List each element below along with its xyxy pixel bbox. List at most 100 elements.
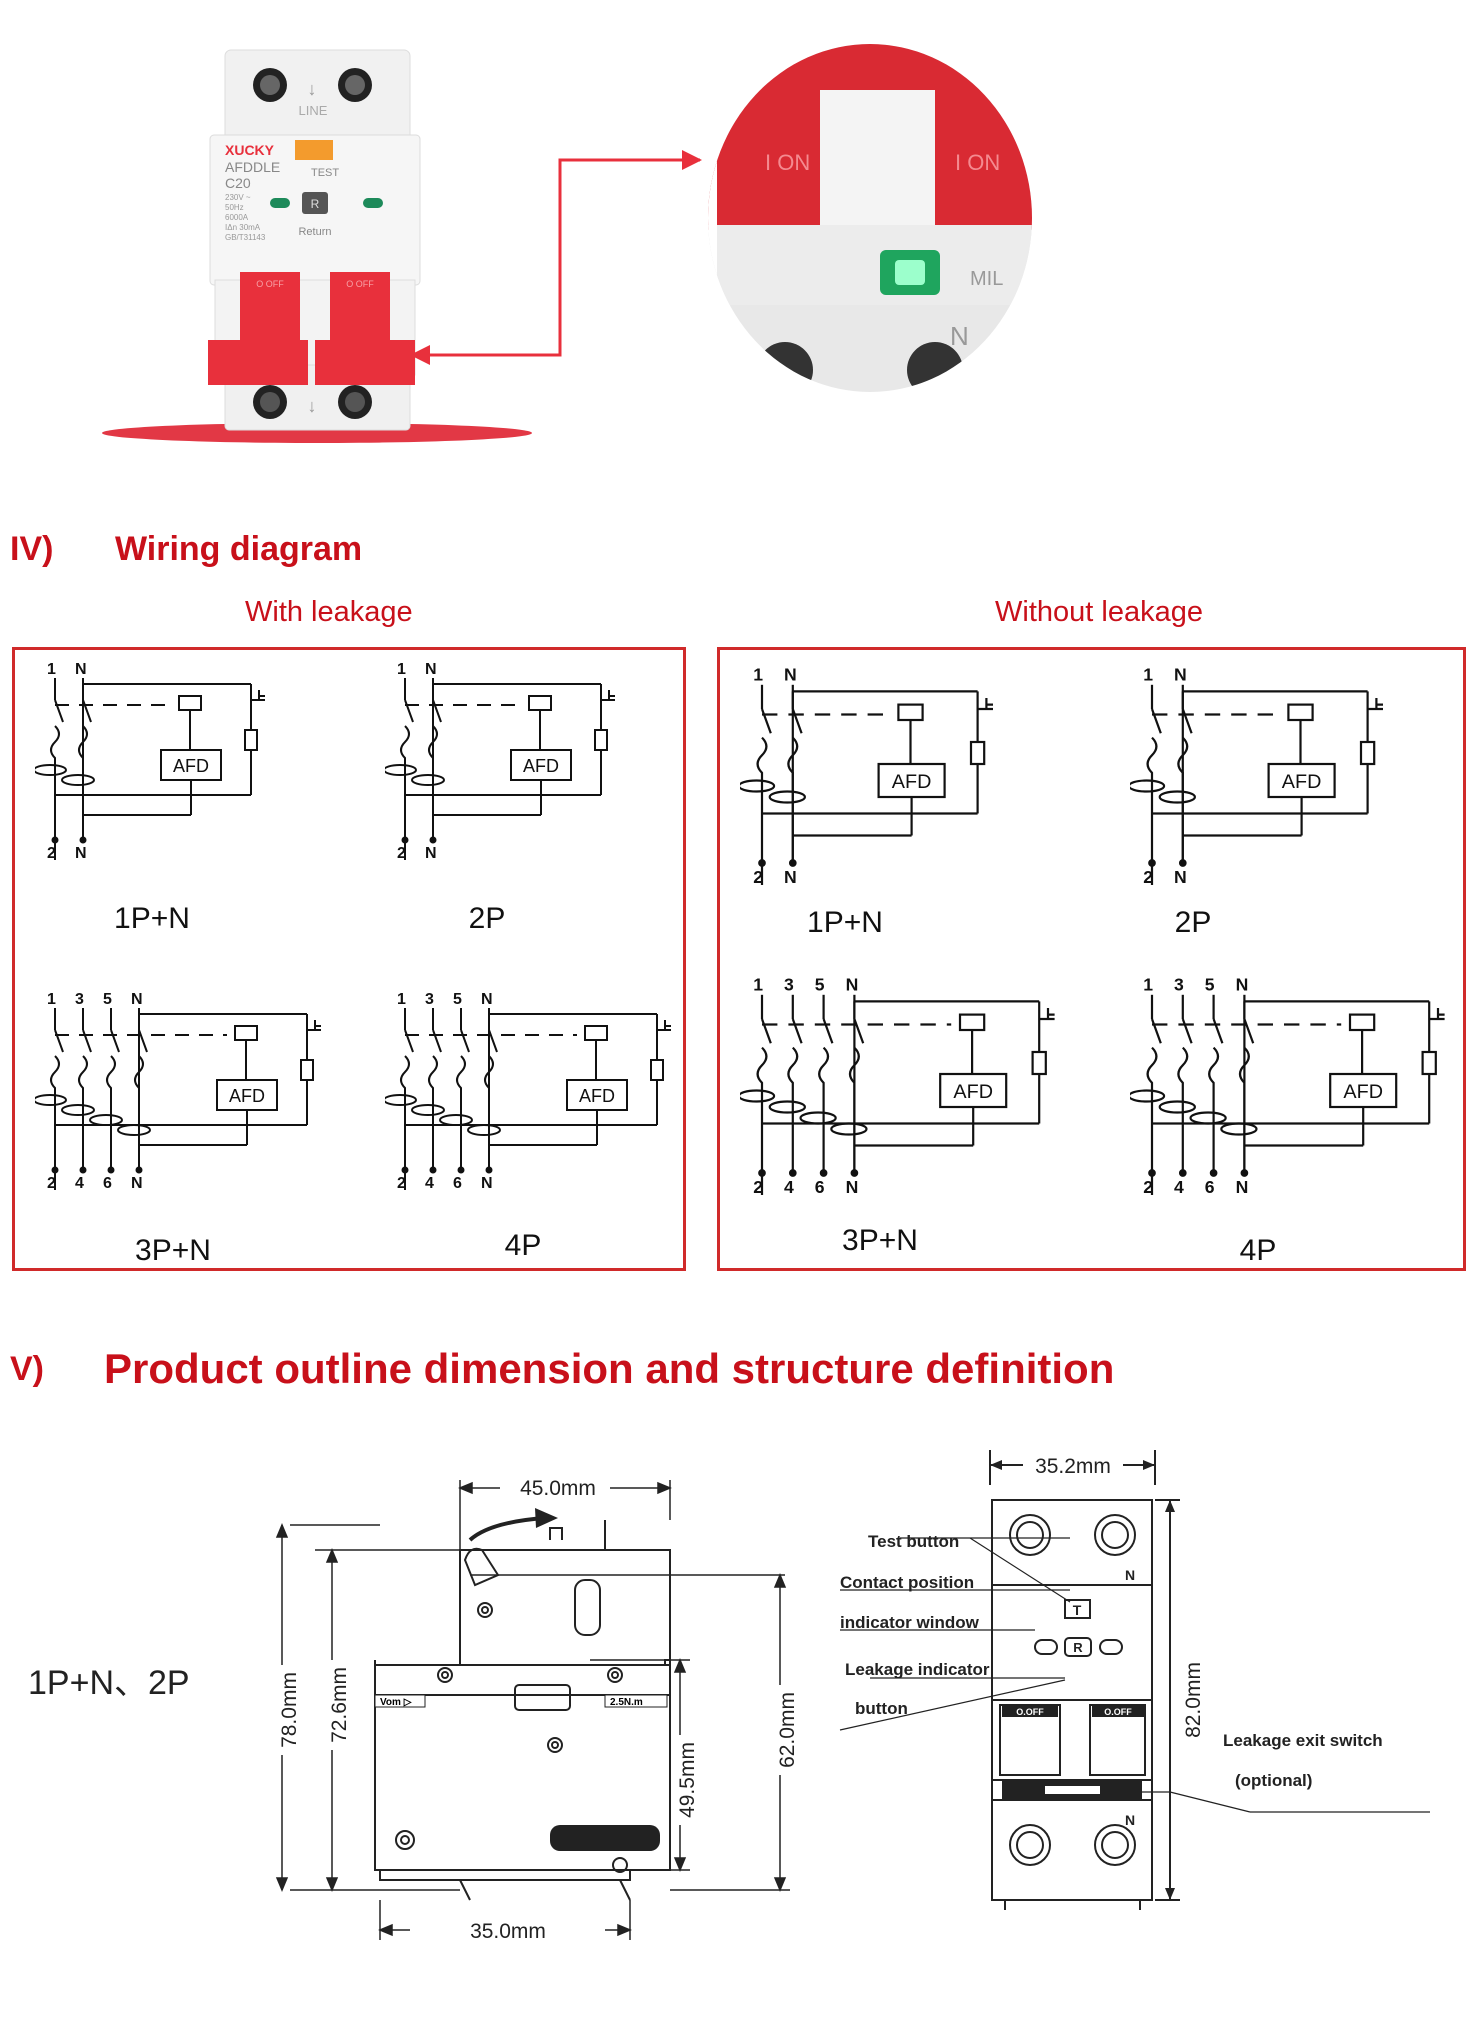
diagram-config-label: 4P <box>1239 1234 1277 1267</box>
terminal-label: 1 <box>47 991 56 1008</box>
svg-text:MIL: MIL <box>970 268 1003 290</box>
reset-button[interactable] <box>302 192 328 214</box>
terminal-label: N <box>784 665 797 684</box>
svg-text:62.0mm: 62.0mm <box>776 1692 799 1768</box>
svg-text:R: R <box>311 197 320 211</box>
diagram-config-label: 1P+N <box>114 902 190 935</box>
afd-label: AFD <box>229 1086 265 1106</box>
svg-text:Return: Return <box>298 226 331 238</box>
terminal-label: 3 <box>1174 975 1184 994</box>
svg-text:45.0mm: 45.0mm <box>520 1477 596 1500</box>
terminal-label: 3 <box>75 991 84 1008</box>
terminal-label: N <box>481 991 493 1008</box>
svg-text:O.OFF: O.OFF <box>1016 1707 1044 1717</box>
svg-text:I ON: I ON <box>955 150 1000 175</box>
terminal-label: 1 <box>1143 665 1153 684</box>
terminal-label: 5 <box>815 975 825 994</box>
front-view-drawing: T R N N O.OFF O.OFF 35.2mm 82.0mm Test b… <box>839 1450 1430 1910</box>
indicator-led-left <box>270 198 290 208</box>
svg-text:TEST: TEST <box>311 167 339 179</box>
terminal-label: N <box>1174 665 1187 684</box>
terminal-label: 1 <box>753 975 763 994</box>
breaker-handle-left[interactable] <box>240 272 300 352</box>
callout-leakage-indicator: Leakage indicator <box>845 1660 990 1679</box>
terminal-label: 1 <box>753 665 763 684</box>
terminal-label: N <box>75 845 87 862</box>
test-button[interactable] <box>295 140 333 160</box>
terminal-label: 2 <box>1143 1177 1153 1197</box>
terminal-label: N <box>1236 1177 1249 1197</box>
svg-text:T: T <box>1073 1602 1082 1618</box>
model-label: AFDDLE <box>225 159 280 175</box>
svg-text:82.0mm: 82.0mm <box>1182 1662 1205 1738</box>
svg-text:IΔn 30mA: IΔn 30mA <box>225 223 261 232</box>
breaker-handle-right[interactable] <box>330 272 390 352</box>
terminal-label: N <box>425 845 437 862</box>
diagram-config-label: 1P+N <box>807 906 883 939</box>
terminal-label: N <box>846 1177 859 1197</box>
svg-text:O OFF: O OFF <box>256 279 284 289</box>
section-iv-title: Wiring diagram <box>115 530 363 568</box>
without-leakage-panel <box>717 647 1466 1271</box>
svg-text:N: N <box>950 321 969 351</box>
without-leakage-heading: Without leakage <box>995 596 1203 628</box>
brand-label: XUCKY <box>225 142 275 158</box>
svg-text:35.2mm: 35.2mm <box>1035 1455 1111 1478</box>
diagram-config-label: 3P+N <box>135 1234 211 1267</box>
svg-text:72.6mm: 72.6mm <box>328 1667 351 1743</box>
afd-label: AFD <box>892 771 932 793</box>
terminal-label: N <box>131 991 143 1008</box>
afd-label: AFD <box>579 1086 615 1106</box>
afd-label: AFD <box>1282 771 1322 793</box>
without-leakage-diagram-2: 1 2 N N AFD <box>1130 665 1383 887</box>
afd-label: AFD <box>953 1081 993 1103</box>
svg-text:(optional): (optional) <box>1235 1771 1312 1790</box>
svg-text:6000A: 6000A <box>225 213 249 222</box>
rating-label: C20 <box>225 175 251 191</box>
terminal-label: 4 <box>1174 1177 1184 1197</box>
zoom-detail: I ON I ON MIL N <box>705 40 1035 395</box>
diagram-config-label: 2P <box>468 902 506 935</box>
callout-test-button: Test button <box>868 1532 959 1551</box>
terminal-label: 6 <box>453 1175 462 1192</box>
outline-model-label: 1P+N、2P <box>28 1664 190 1702</box>
terminal-label: 2 <box>1143 867 1153 887</box>
terminal-label: 6 <box>103 1175 112 1192</box>
afd-label: AFD <box>1343 1081 1383 1103</box>
terminal-label: 2 <box>397 845 406 862</box>
section-iv-number: IV) <box>10 530 54 568</box>
svg-text:Vom ▷: Vom ▷ <box>380 1697 413 1708</box>
svg-text:230V ~: 230V ~ <box>225 193 251 202</box>
indicator-led-right <box>363 198 383 208</box>
terminal-label: N <box>1174 867 1187 887</box>
svg-text:N: N <box>1125 1812 1135 1828</box>
shadow-base <box>102 423 532 443</box>
terminal-label: 5 <box>103 991 112 1008</box>
terminal-label: 3 <box>425 991 434 1008</box>
svg-text:O OFF: O OFF <box>346 279 374 289</box>
terminal-label: 4 <box>784 1177 794 1197</box>
afd-label: AFD <box>173 756 209 776</box>
terminal-label: 1 <box>397 661 406 678</box>
svg-text:indicator window: indicator window <box>840 1613 980 1632</box>
section-v-number: V) <box>10 1350 44 1388</box>
diagram-config-label: 4P <box>504 1229 542 1262</box>
terminal-label: 1 <box>1143 975 1153 994</box>
terminal-label: N <box>1236 975 1249 994</box>
svg-text:GB/T31143: GB/T31143 <box>225 233 266 242</box>
terminal-label: 5 <box>453 991 462 1008</box>
terminal-label: N <box>131 1175 143 1192</box>
svg-text:N: N <box>1125 1567 1135 1583</box>
svg-text:50Hz: 50Hz <box>225 203 244 212</box>
terminal-label: 1 <box>47 661 56 678</box>
svg-text:R: R <box>1073 1640 1083 1655</box>
section-v-title: Product outline dimension and structure … <box>104 1345 1115 1392</box>
with-leakage-panel <box>12 647 686 1271</box>
terminal-label: N <box>846 975 859 994</box>
terminal-label: 4 <box>425 1175 434 1192</box>
svg-text:I ON: I ON <box>765 150 810 175</box>
